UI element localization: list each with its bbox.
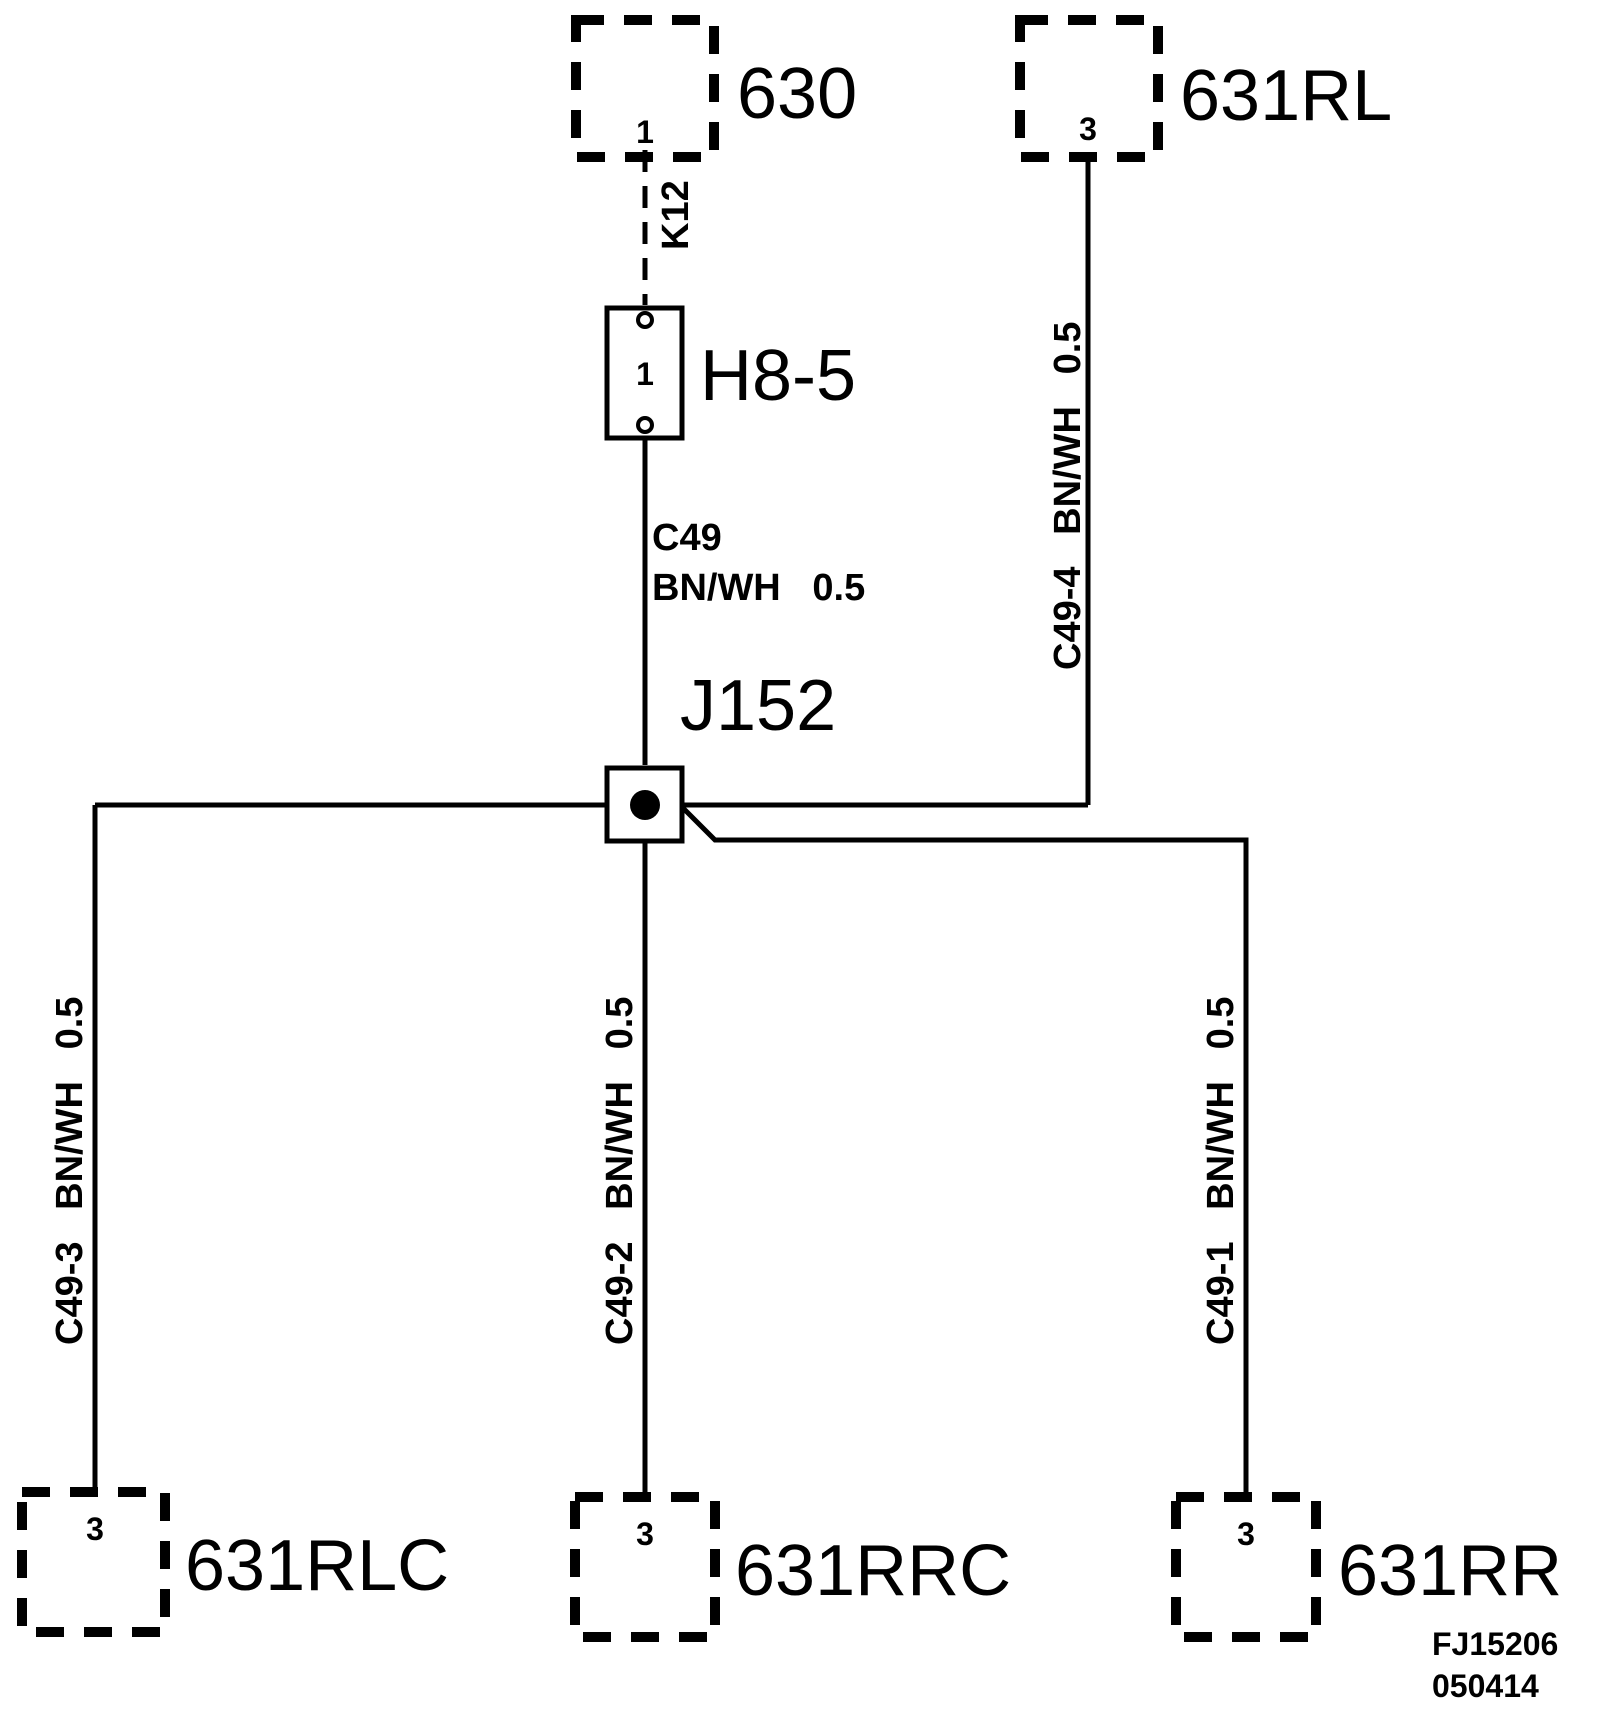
connector-631rr-pin: 3	[1237, 1516, 1255, 1552]
wire-c49-3-label: C49-3 BN/WH 0.5	[49, 997, 91, 1345]
wire-c49-1	[678, 803, 1249, 1500]
wire-k12-label: K12	[655, 180, 697, 250]
connector-630-pin: 1	[636, 114, 654, 150]
connector-631rlc-box	[17, 1487, 170, 1637]
connector-631rl-label: 631RL	[1180, 56, 1392, 136]
connector-631rrc-pin: 3	[636, 1516, 654, 1552]
connector-631rlc-label: 631RLC	[185, 1526, 449, 1606]
fuse-pin: 1	[636, 356, 654, 392]
splice-j152-node	[630, 790, 660, 820]
fuse-label: H8-5	[700, 336, 856, 416]
wire-c49-circuit: C49	[652, 517, 722, 559]
connector-631rl-pin: 3	[1079, 111, 1097, 147]
wire-c49-4-label: C49-4 BN/WH 0.5	[1047, 322, 1089, 670]
figure-date: 050414	[1432, 1668, 1539, 1704]
wire-c49-color-size: BN/WH 0.5	[652, 567, 865, 609]
fuse-top-terminal	[636, 311, 654, 329]
connector-631rrc-label: 631RRC	[735, 1531, 1011, 1611]
connector-631rl-box	[1015, 15, 1163, 162]
splice-j152-box	[604, 765, 685, 844]
connector-631rr-box	[1171, 1492, 1321, 1642]
wire-c49-1-label: C49-1 BN/WH 0.5	[1200, 997, 1242, 1345]
fuse-bottom-terminal	[636, 416, 654, 434]
connector-631rr-label: 631RR	[1338, 1531, 1562, 1611]
connector-631rlc-pin: 3	[86, 1511, 104, 1547]
connector-631rrc-box	[570, 1492, 720, 1642]
connector-630-box	[571, 15, 719, 162]
wire-c49-2-label: C49-2 BN/WH 0.5	[599, 997, 641, 1345]
splice-j152-label: J152	[680, 666, 836, 746]
figure-id: FJ15206	[1432, 1626, 1558, 1662]
connector-630-label: 630	[737, 54, 857, 134]
